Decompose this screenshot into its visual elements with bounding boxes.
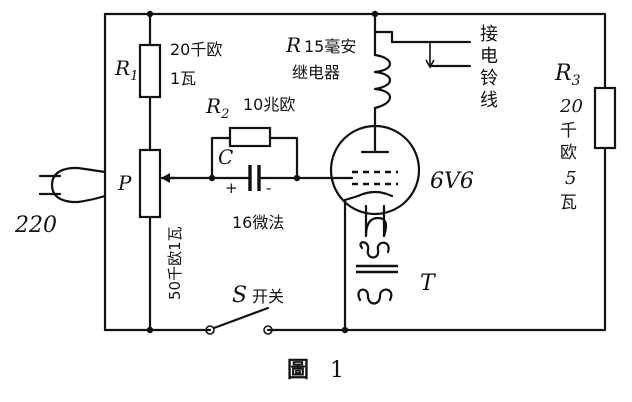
circuit-wires — [103, 12, 607, 332]
r2-ref-label: R2 — [205, 94, 229, 122]
svg-text:瓦: 瓦 — [560, 193, 577, 213]
vacuum-tube-6v6 — [329, 124, 421, 238]
svg-text:线: 线 — [480, 90, 498, 111]
relay-coil-icon — [373, 53, 392, 110]
mains-voltage-label: 220 — [14, 213, 57, 238]
svg-text:千: 千 — [560, 121, 577, 141]
capacitor-ref-label: C — [218, 145, 233, 169]
potentiometer-value-label: 50千欧1瓦 — [166, 226, 184, 300]
svg-text:1: 1 — [330, 358, 344, 383]
potentiometer-ref-label: P — [117, 171, 132, 195]
r3-value-label: 20 千 欧 5 瓦 — [559, 96, 583, 213]
svg-text:电: 电 — [480, 46, 498, 67]
r1-resistor — [138, 43, 162, 99]
r2-value-label: 10兆欧 — [243, 95, 295, 114]
r1-power-label: 1瓦 — [170, 69, 196, 88]
junction-dots — [146, 10, 379, 334]
r3-ref-label: R3 — [554, 61, 581, 89]
svg-text:20: 20 — [559, 96, 583, 117]
svg-text:接: 接 — [480, 24, 498, 45]
switch-label: 开关 — [252, 287, 284, 306]
svg-text:欧: 欧 — [560, 143, 577, 163]
relay-ref-label: R — [285, 33, 301, 57]
capacitor-minus-label: - — [266, 179, 271, 197]
tube-model-label: 6V6 — [430, 169, 474, 194]
r1-ref-label: R1 — [114, 56, 138, 84]
r1-value-label: 20千欧 — [170, 40, 222, 59]
potentiometer — [138, 148, 162, 219]
svg-text:5: 5 — [565, 168, 576, 189]
svg-text:圖: 圖 — [287, 358, 309, 383]
relay-name-label: 继电器 — [292, 63, 340, 82]
r3-resistor — [593, 86, 617, 150]
capacitor-c — [238, 165, 270, 191]
figure-caption: 圖 1 — [287, 358, 344, 383]
capacitor-plus-label: + — [225, 179, 238, 197]
svg-text:铃: 铃 — [480, 68, 498, 89]
r2-resistor — [228, 126, 272, 148]
capacitor-value-label: 16微法 — [232, 213, 284, 232]
mains-plug-icon — [38, 166, 107, 204]
transformer-ref-label: T — [420, 271, 437, 296]
switch-ref-label: S — [232, 283, 247, 308]
transformer-icon — [356, 216, 398, 305]
switch-s — [205, 306, 273, 335]
bell-wire-label: 接 电 铃 线 — [480, 24, 498, 111]
relay-value-label: 15毫安 — [304, 37, 356, 56]
